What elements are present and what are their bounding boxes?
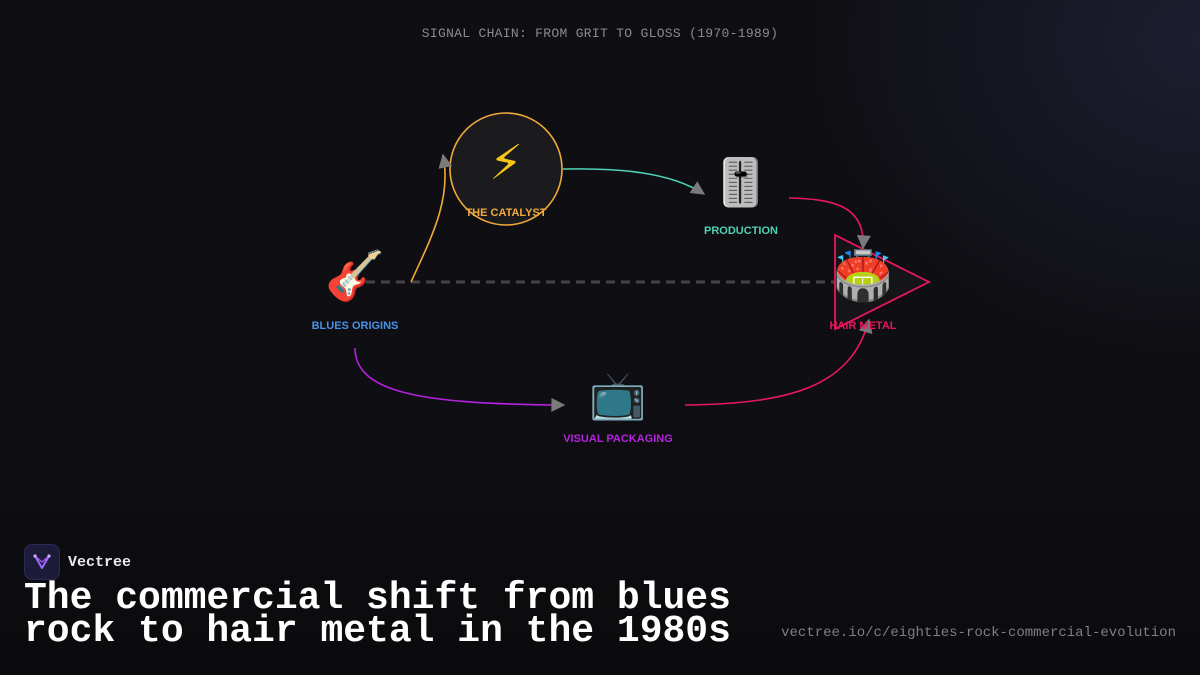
fader-sliders-icon: 🎚️ bbox=[712, 155, 770, 209]
node-label-production: PRODUCTION bbox=[704, 225, 778, 237]
television-icon: 📺 bbox=[589, 368, 647, 422]
guitar-icon: 🎸 bbox=[325, 248, 385, 304]
node-catalyst-circle bbox=[449, 112, 563, 226]
edge-blues-to-visual-packaging bbox=[354, 347, 566, 412]
node-label-catalyst: THE CATALYST bbox=[465, 207, 547, 219]
edge-visual-packaging-to-hair-metal bbox=[684, 318, 873, 406]
stadium-icon: 🏟️ bbox=[833, 248, 893, 304]
edge-production-to-hair-metal bbox=[788, 197, 871, 250]
node-label-blues-origins: BLUES ORIGINS bbox=[311, 320, 399, 332]
edge-catalyst-to-production bbox=[562, 168, 706, 195]
brand: Vectree bbox=[24, 544, 131, 580]
brand-name: Vectree bbox=[68, 553, 132, 571]
node-label-hair-metal: HAIR METAL bbox=[829, 320, 897, 332]
headline: The commercial shift from blues rock to … bbox=[24, 577, 731, 653]
diagram-title: SIGNAL CHAIN: FROM GRIT TO GLOSS (1970-1… bbox=[421, 26, 779, 41]
node-hair-metal-triangle bbox=[834, 233, 932, 331]
lightning-bolt-icon: ⚡ bbox=[489, 135, 523, 191]
source-url[interactable]: vectree.io/c/eighties-rock-commercial-ev… bbox=[781, 625, 1176, 641]
edge-blues-to-catalyst bbox=[410, 153, 453, 283]
node-label-visual-packaging: VISUAL PACKAGING bbox=[563, 433, 673, 445]
vectree-logo-icon bbox=[24, 544, 60, 580]
